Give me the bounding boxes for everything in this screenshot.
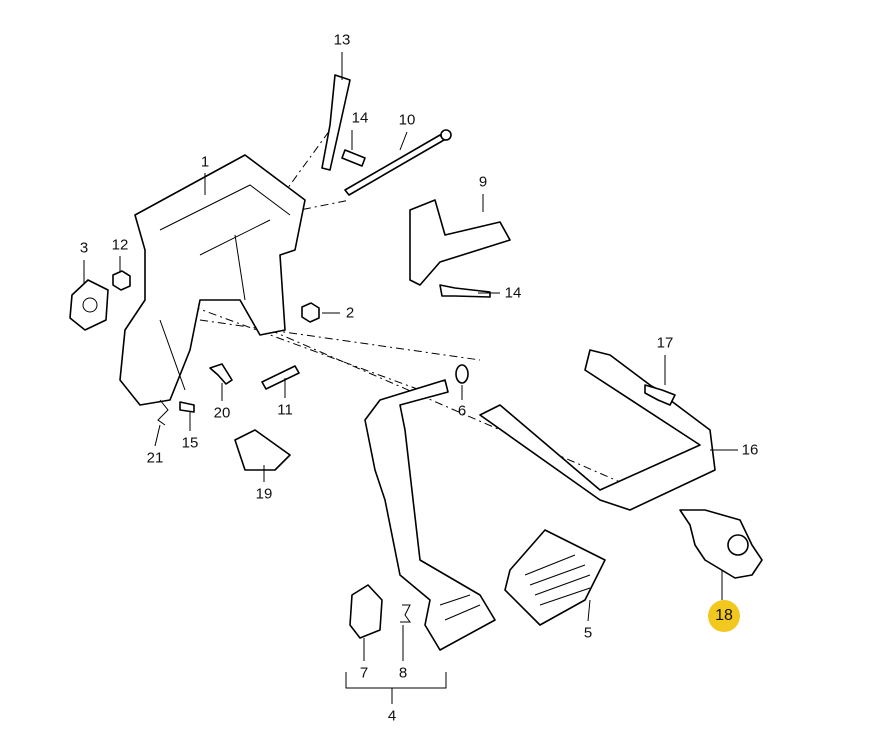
pedal-bracket [119,154,306,406]
callout-21: 21 [146,449,164,467]
callout-19: 19 [255,485,273,503]
callout-5: 5 [583,624,593,642]
bolt-17 [644,384,676,406]
callout-9: 9 [478,173,488,191]
callout-15: 15 [181,434,199,452]
callout-1: 1 [200,153,210,171]
callout-11: 11 [277,401,293,419]
callout-13: 13 [333,31,351,49]
callout-10: 10 [398,111,416,129]
screw-15 [179,401,195,413]
bolt-14-top [341,149,366,167]
callout-16: 16 [741,441,759,459]
bolt-14-lower [439,284,491,298]
callout-14-lower: 14 [504,284,522,302]
lever-9 [409,199,511,286]
bolt-20 [209,363,233,385]
callout-20: 20 [213,404,231,422]
part-13 [321,74,351,171]
clutch-pedal [364,379,496,651]
nut-12 [112,270,131,291]
callout-7: 7 [359,664,369,682]
callout-6: 6 [457,402,467,420]
pedal-pad-5 [504,529,606,626]
washer-6 [455,364,469,384]
callout-12: 12 [111,236,129,254]
switch-18 [679,509,763,579]
clip-21 [157,399,169,426]
gasket-3 [69,279,109,331]
bracket-16 [479,349,716,511]
callout-18-highlighted[interactable]: 18 [708,600,740,632]
callout-14: 14 [351,109,369,127]
callout-2: 2 [345,304,355,322]
pin-11 [261,365,300,390]
part-7 [349,584,383,639]
callout-4: 4 [387,707,397,725]
switch-19 [234,429,291,471]
nut-2 [301,302,320,323]
callout-3: 3 [79,239,89,257]
clip-8 [400,604,411,623]
callout-17: 17 [656,334,674,352]
callout-8: 8 [398,664,408,682]
